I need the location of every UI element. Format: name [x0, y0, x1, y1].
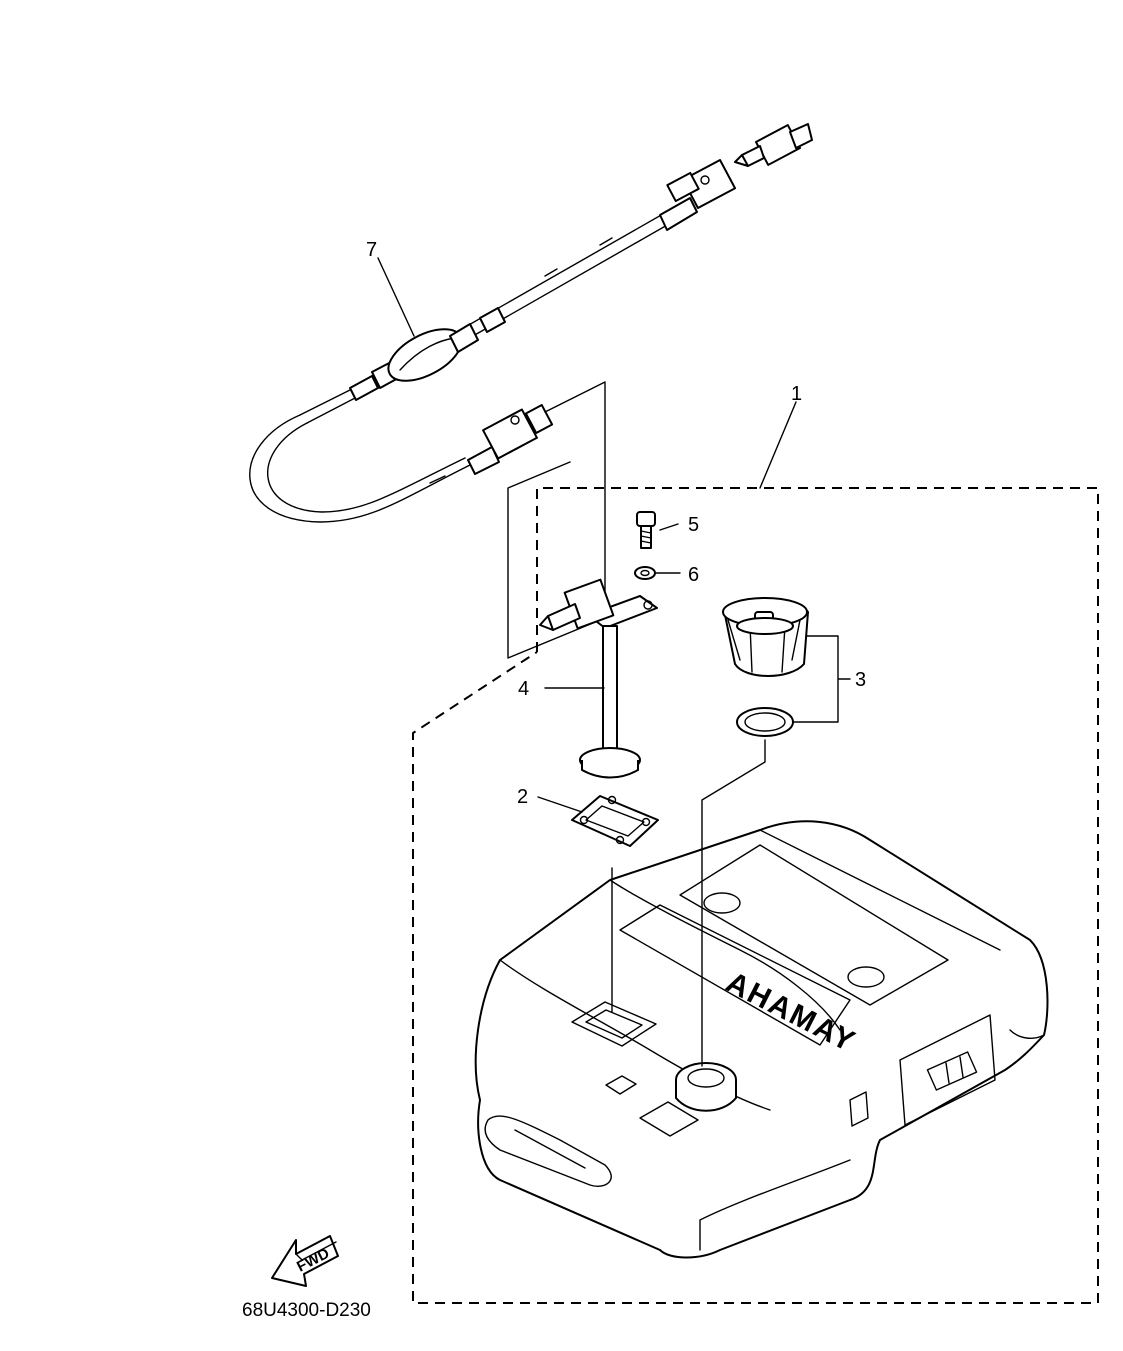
leader-lines [377, 257, 851, 1067]
fwd-direction-arrow: FWD [271, 1235, 339, 1287]
leader-1 [759, 401, 797, 489]
o-ring [736, 707, 794, 737]
washer [634, 566, 656, 580]
gasket [571, 795, 659, 847]
callout-2: 2 [517, 786, 528, 808]
callout-1: 1 [791, 383, 802, 405]
fuel-gauge-pickup [539, 578, 658, 779]
callout-5: 5 [688, 514, 699, 536]
engine-connector [659, 159, 737, 231]
screw [636, 511, 656, 549]
cap-alignment-line [701, 739, 766, 1067]
leader-2 [537, 796, 583, 813]
callout-labels: 7 1 5 6 3 4 2 [366, 239, 866, 808]
leader-7 [377, 257, 415, 337]
tank-connector [467, 381, 606, 475]
fuel-tank: YAMAHA [474, 820, 1049, 1259]
fuel-cap [722, 597, 809, 677]
leader-5 [659, 523, 679, 531]
leader-3 [792, 635, 851, 723]
callout-6: 6 [688, 564, 699, 586]
primer-bulb [349, 307, 506, 401]
callout-7: 7 [366, 239, 377, 261]
fuel-hose-assembly [249, 123, 813, 659]
callout-3: 3 [855, 669, 866, 691]
fuel-fitting [734, 123, 813, 167]
tank-assembly-boundary [412, 487, 1099, 1304]
drawing-code: 68U4300-D230 [242, 1300, 371, 1321]
callout-4: 4 [518, 678, 529, 700]
